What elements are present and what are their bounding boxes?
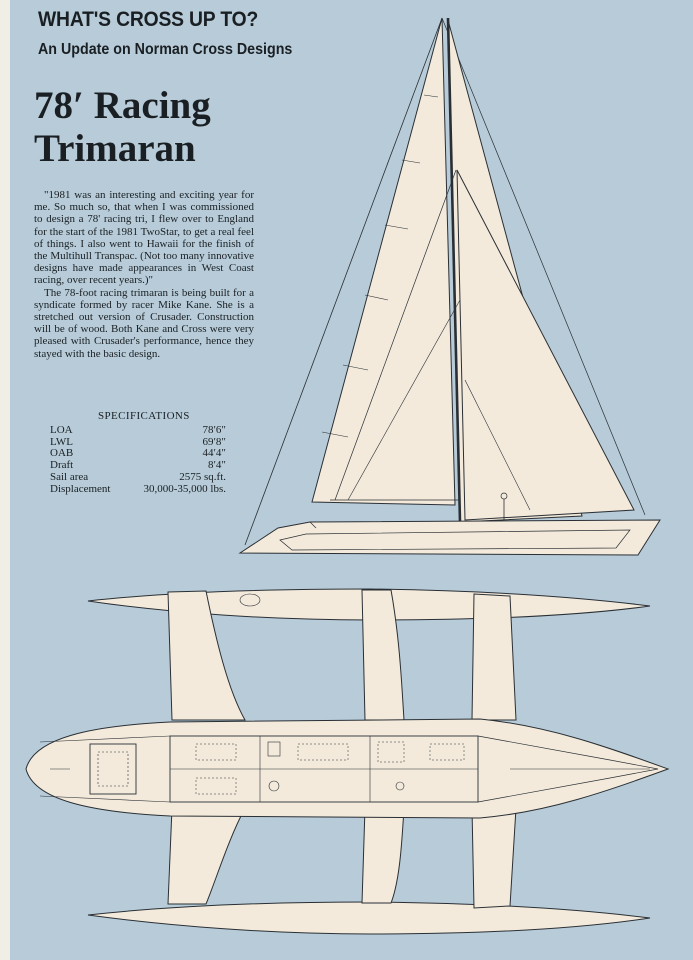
spec-row: Draft 8′4″ <box>50 459 226 472</box>
trimaran-drawings <box>25 17 670 935</box>
article-intro-paragraph: "1981 was an interesting and exciting ye… <box>34 189 254 287</box>
spec-row: OAB 44′4″ <box>50 448 226 460</box>
beam-aft-upper <box>471 593 517 721</box>
ama-lower <box>87 901 651 935</box>
article-title: 78′ Racing Trimaran <box>34 84 211 170</box>
spec-row: LWL 69′8″ <box>50 435 227 449</box>
spec-value: 78′6″ <box>202 423 227 436</box>
spec-label: LOA <box>50 423 73 436</box>
spec-label: LWL <box>50 435 74 448</box>
spec-row: LOA 78′6″ <box>50 423 227 437</box>
deck-plan-top <box>25 588 670 935</box>
beam-mid-lower <box>361 807 405 904</box>
beam-aft-lower <box>471 807 517 909</box>
specifications-table: SPECIFICATIONS LOA 78′6″ LWL 69′8″ OAB 44′4… <box>50 410 227 496</box>
staysail <box>456 169 635 521</box>
mast <box>446 17 462 523</box>
beam-forward-lower <box>167 807 246 905</box>
spec-label: Displacement <box>50 482 111 495</box>
spec-label: Sail area <box>50 470 89 483</box>
section-subhead: An Update on Norman Cross Designs <box>38 41 293 58</box>
spec-row: Sail area 2575 sq.ft. <box>50 470 226 484</box>
magazine-page: WHAT'S CROSS UP TO? An Update on Norman … <box>10 0 693 960</box>
article-body-paragraph: The 78-foot racing trimaran is being bui… <box>34 286 254 360</box>
spec-value: 30,000-35,000 lbs. <box>143 482 227 495</box>
spec-value: 2575 sq.ft. <box>179 470 226 483</box>
spec-value: 44′4″ <box>202 447 227 460</box>
sail-plan-profile <box>238 17 661 556</box>
section-kicker: WHAT'S CROSS UP TO? <box>38 8 259 31</box>
spec-row: Displacement 30,000-35,000 lbs. <box>50 482 227 496</box>
specifications-heading: SPECIFICATIONS <box>98 410 190 422</box>
article-body: "1981 was an interesting and exciting ye… <box>34 189 254 360</box>
spec-value: 69′8″ <box>202 435 227 448</box>
spec-label: OAB <box>50 447 74 460</box>
spec-value: 8′4″ <box>208 459 226 472</box>
spec-label: Draft <box>50 459 74 472</box>
jib-sail <box>311 17 456 506</box>
beam-forward-upper <box>167 590 246 721</box>
